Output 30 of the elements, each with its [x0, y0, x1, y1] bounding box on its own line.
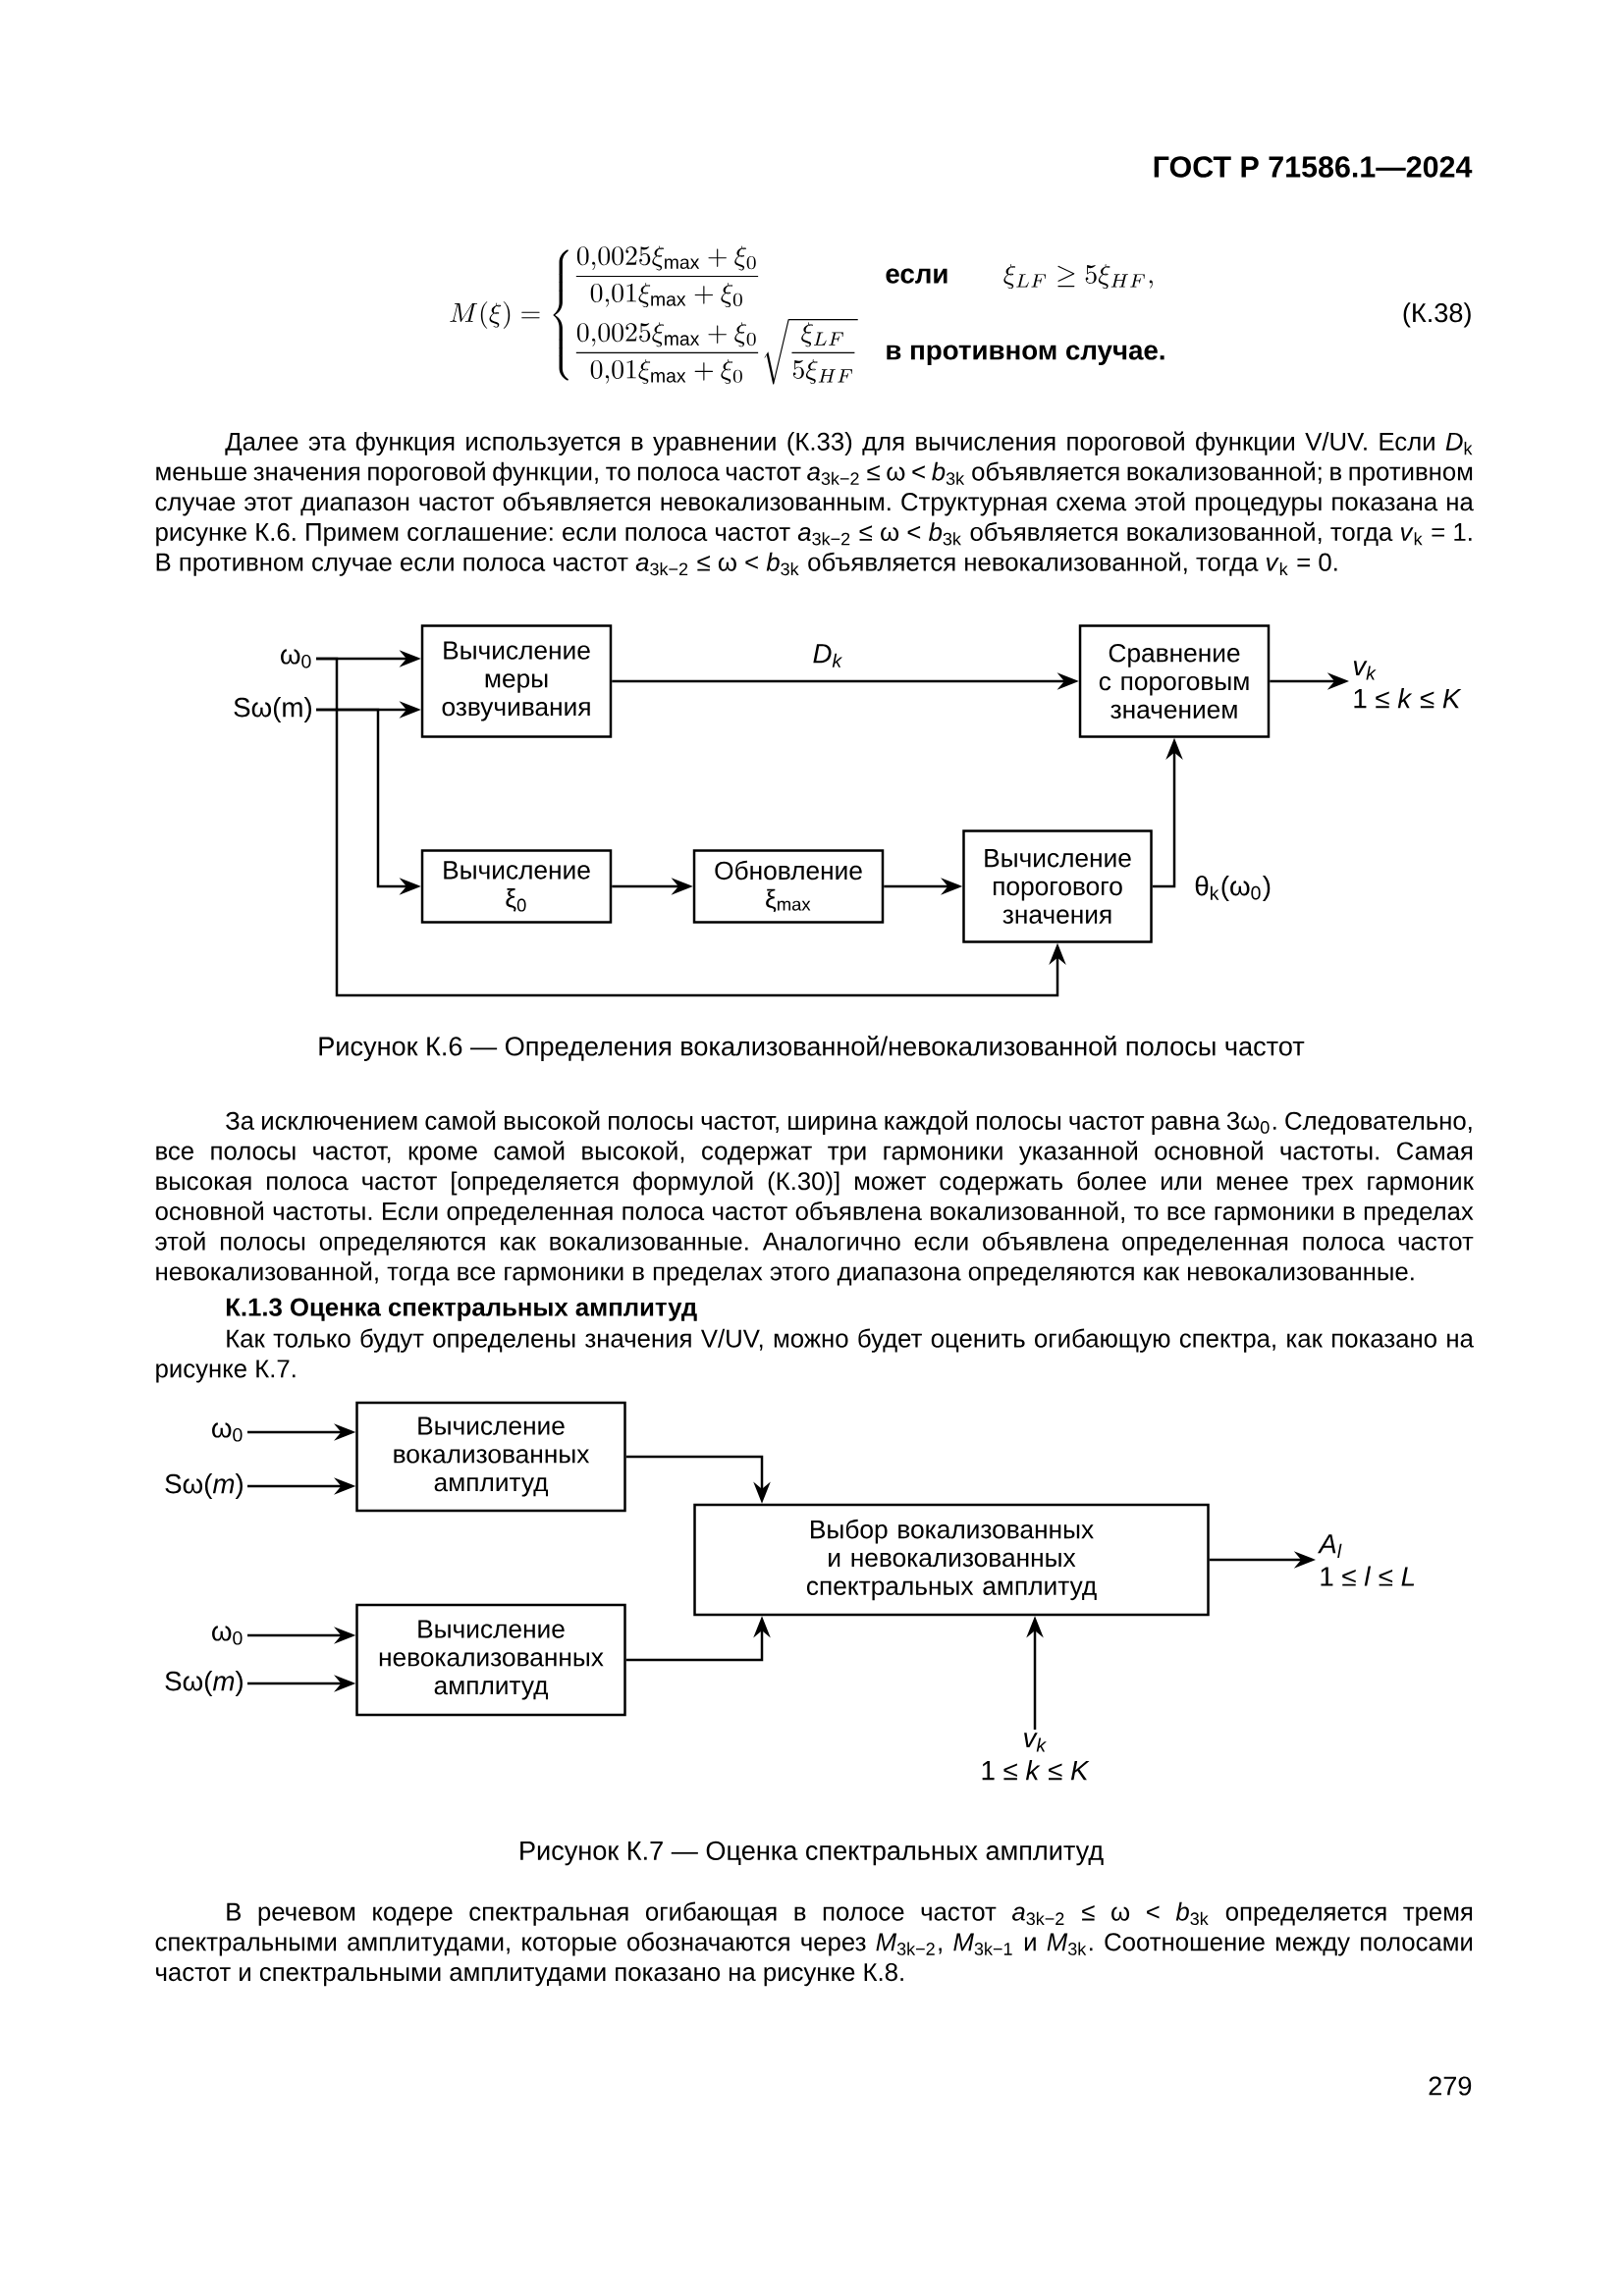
input-label: v$_{k}$ 1 ≤ k ≤ K — [982, 1733, 1090, 1781]
edge-label: D$_{k}$ — [813, 644, 842, 667]
process-box: Вычисление ξ$_{0}$ — [420, 849, 613, 924]
process-box: Вычисление невокализованных амплитуд — [355, 1603, 626, 1717]
paragraph: За исключением самой высокой полосы частот, ширина каждой полосы частот равна 3ω$_{0}$. Следовательно, все полосы частот, кроме самой высокой, содержат три гармоники указанной основной частоты. Самая высокая полоса частот [определяется формулой (К.30)] может содержать более или менее трех гармоник основной частоты. Если определенная полоса частот объявлена вокализованной, то все гармоники в пределах этой полосы определяются как вокализованные. Аналогично если объявлена определенная полоса частот невокализованной, тогда все гармоники в пределах этого диапазона определяются как невокализованные. — [155, 1110, 1474, 1286]
section-heading: К.1.3 Оценка спектральных амплитуд — [226, 1298, 697, 1321]
formula: $M(\xi)=\begin{cases}\dfrac{0{,}0025\xi_{\mathrm{max}}+\xi_0}{0{,}01\xi_{\mathrm{max}}+\xi_0} & \mbox{\textbf{если}}\qquad \xi_{LF}\geq 5\xi_{HF},\\[3mm] \dfrac{0{,}0025\xi_{\mathrm{max}}+\xi_0}{0{,}01\xi_{\mathrm{max}}+\xi_0}\sqrt{\dfrac{\xi_{LF}}{5\xi_{HF}}} & \mbox{\textbf{в противном случае.}}\end{cases}$ — [450, 245, 1164, 385]
page-header: ГОСТ Р 71586.1—2024 — [1154, 156, 1473, 178]
paragraph: Как только будут определены значения V/UV, можно будет оценить огибающую спектра, как показано на рисунке К.7. — [156, 1328, 1474, 1383]
input-label: Sω(m) — [165, 1671, 243, 1696]
figure-caption: Рисунок К.6 — Определения вокализованной/невокализованной полосы частот — [319, 1036, 1305, 1061]
process-box: Сравнение с пороговым значением — [1078, 624, 1271, 738]
input-label: ω$_{0}$ — [281, 649, 311, 668]
input-label: Sω(m) — [165, 1473, 243, 1499]
equation-number: (К.38) — [1403, 302, 1471, 328]
process-box: Вычисление порогового значения — [962, 829, 1153, 943]
process-box: Вычисление вокализованных амплитуд — [355, 1401, 626, 1513]
input-label: Sω(m) — [234, 697, 311, 722]
process-box: Вычисление меры озвучивания — [420, 624, 613, 738]
figure-caption: Рисунок К.7 — Оценка спектральных амплитуд — [520, 1841, 1104, 1866]
page-number: 279 — [1429, 2076, 1472, 2096]
input-label: ω$_{0}$ — [212, 1422, 243, 1442]
edge-label: θ$_{k}$(ω$_{0}$) — [1195, 876, 1271, 901]
process-box: Выбор вокализованных и невокализованных спектральных амплитуд — [693, 1503, 1210, 1617]
paragraph: В речевом кодере спектральная огибающая в полосе частот a$_{3k−2}$ ≤ ω < b$_{3k}$ определяется тремя спектральными амплитудами, которые обозначаются через M$_{3k−2}$, M$_{3k−1}$ и M$_{3k}$. Соотношение между полосами частот и спектральными амплитудами показано на рисунке К.8. — [155, 1901, 1473, 1987]
input-label: ω$_{0}$ — [212, 1626, 243, 1645]
paragraph: Далее эта функция используется в уравнении (К.33) для вычисления пороговой функции V/UV. Если D$_{k}$ меньше значения пороговой функции, то полоса частот a$_{3k−2}$ ≤ ω < b$_{3k}$ объявляется вокализованной; в противном случае этот диапазон частот объявляется невокализованным. Структурная схема этой процедуры показана на рисунке К.6. Примем соглашение: если полоса частот a$_{3k−2}$ ≤ ω < b$_{3k}$ объявляется вокализованной, тогда v$_{k}$ = 1. В противном случае если полоса частот a$_{3k−2}$ ≤ ω < b$_{3k}$ объявляется невокализованной, тогда v$_{k}$ = 0. — [155, 431, 1474, 576]
process-box: Обновление ξ$_{max}$ — [692, 849, 885, 924]
output-label: v$_{k}$ 1 ≤ k ≤ K — [1353, 661, 1462, 709]
output-label: A$_{l}$ 1 ≤ l ≤ L — [1318, 1534, 1415, 1586]
